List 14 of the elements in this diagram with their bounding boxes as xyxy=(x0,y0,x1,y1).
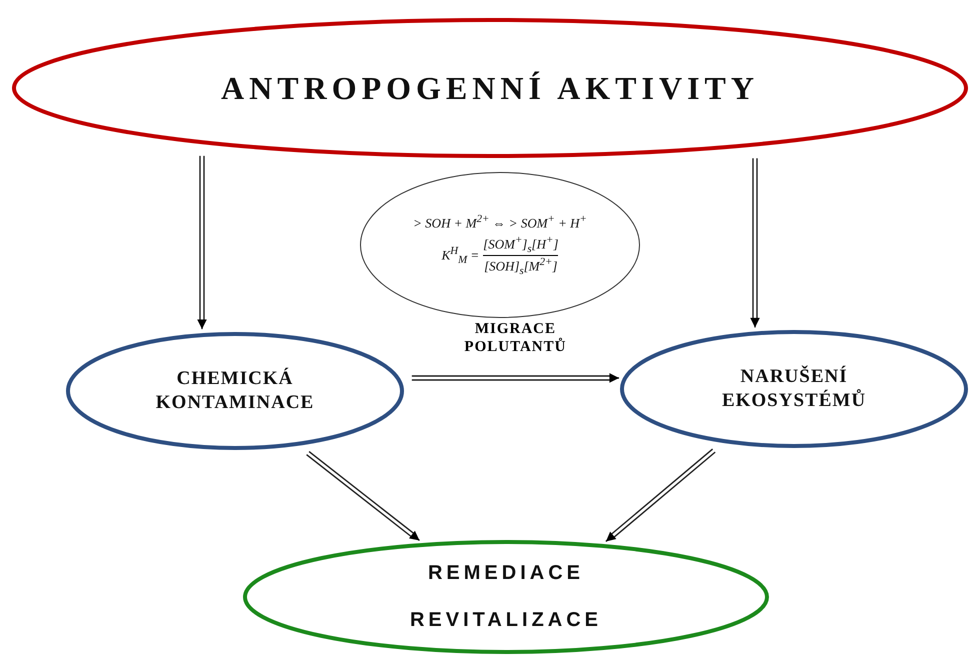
denominator: [SOH]$_{s}$[M$^{2+}$] xyxy=(484,256,558,277)
equation-text: > SOH + M$^{2+}$ ⇔ > SOM$^{+}$ + H$^{+}$ xyxy=(413,213,587,232)
node-label: NARUŠENÍ EKOSYSTÉMŮ xyxy=(720,365,868,413)
double-arrow xyxy=(197,155,207,330)
node-label: REMEDIACE xyxy=(428,561,584,586)
double-arrow xyxy=(306,450,420,542)
node-label: REVITALIZACE xyxy=(410,608,602,633)
double-arrow xyxy=(411,373,620,383)
double-arrow xyxy=(605,448,716,542)
node-label: ANTROPOGENNÍ AKTIVITY xyxy=(221,69,759,108)
equation-text: K$^{H}$$_{M}$ = xyxy=(442,244,480,266)
node-label: CHEMICKÁ KONTAMINACE xyxy=(154,367,316,415)
double-arrow xyxy=(750,158,760,328)
numerator: [SOM$^{+}$]$_{s}$[H$^{+}$] xyxy=(483,234,558,256)
